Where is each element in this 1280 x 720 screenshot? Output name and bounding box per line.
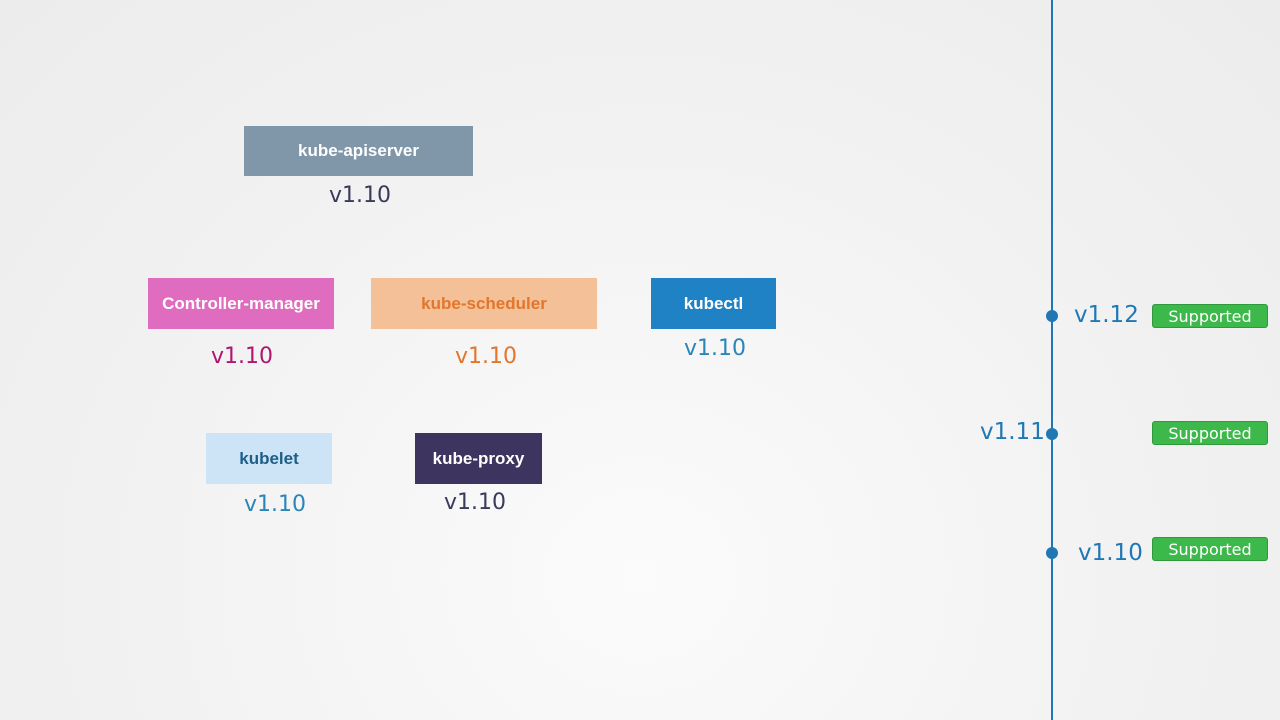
kubectl-box: kubectl [651,278,776,329]
timeline-dot-v1-12 [1046,310,1058,322]
supported-badge-v1-11: Supported [1152,421,1268,445]
version-timeline-line [1051,0,1053,720]
timeline-dot-v1-10 [1046,547,1058,559]
timeline-version-v1-12: v1.12 [1074,302,1139,328]
kube-scheduler-box: kube-scheduler [371,278,597,329]
kube-apiserver-box: kube-apiserver [244,126,473,176]
timeline-version-v1-10: v1.10 [1078,540,1143,566]
kube-proxy-box: kube-proxy [415,433,542,484]
controller-manager-version: v1.10 [210,344,273,369]
timeline-dot-v1-11 [1046,428,1058,440]
supported-badge-v1-10: Supported [1152,537,1268,561]
supported-badge-v1-12: Supported [1152,304,1268,328]
kube-scheduler-version: v1.10 [454,344,517,369]
kubectl-version: v1.10 [683,336,746,361]
kubelet-box: kubelet [206,433,332,484]
controller-manager-box: Controller-manager [148,278,334,329]
timeline-version-v1-11: v1.11 [980,419,1045,445]
kube-apiserver-version: v1.10 [328,183,391,208]
kubelet-version: v1.10 [243,492,306,517]
kube-proxy-version: v1.10 [443,490,506,515]
